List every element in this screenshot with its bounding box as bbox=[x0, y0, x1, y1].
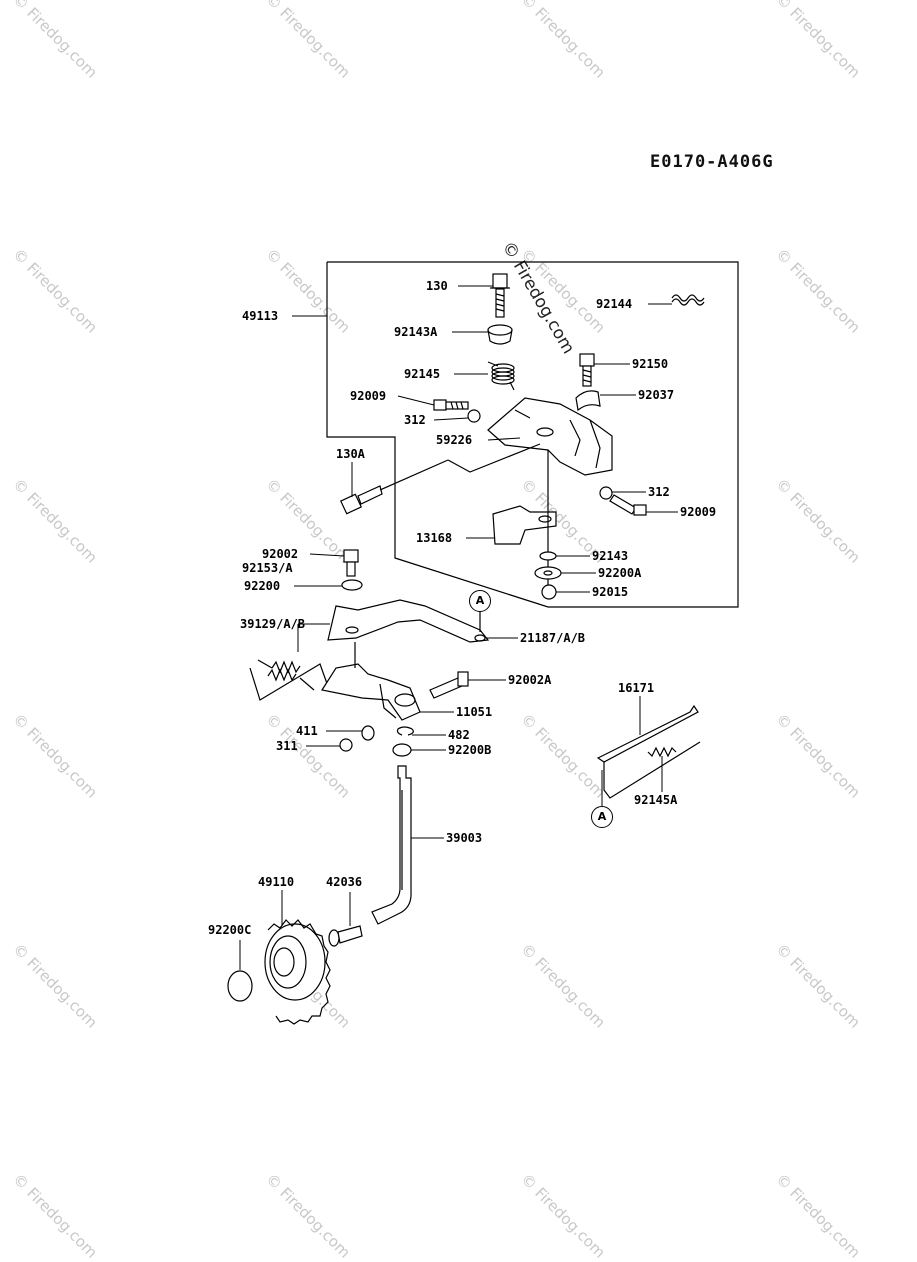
label-92153: 92153/A bbox=[242, 561, 293, 575]
label-92037: 92037 bbox=[638, 388, 674, 402]
label-92200C: 92200C bbox=[208, 923, 251, 937]
spring-guide-lines bbox=[249, 663, 331, 701]
label-92200B: 92200B bbox=[448, 743, 491, 757]
label-312-lower: 312 bbox=[648, 485, 670, 499]
label-92200A: 92200A bbox=[598, 566, 642, 580]
label-49110: 49110 bbox=[258, 875, 294, 889]
cable-16171-shape bbox=[596, 704, 701, 799]
washer-92200C-shape bbox=[227, 970, 253, 1002]
nut-312-upper-shape bbox=[467, 409, 481, 423]
lever-21187-shape bbox=[327, 599, 490, 643]
label-21187: 21187/A/B bbox=[520, 631, 585, 645]
clip-482-shape bbox=[396, 726, 414, 736]
label-39003: 39003 bbox=[446, 831, 482, 845]
assembly-outline bbox=[326, 261, 739, 608]
spring-39129-shape bbox=[257, 659, 315, 691]
label-92002: 92002 bbox=[262, 547, 298, 561]
bolt-92002A-shape bbox=[429, 671, 469, 699]
label-130: 130 bbox=[426, 279, 448, 293]
label-92145: 92145 bbox=[404, 367, 440, 381]
label-92143A: 92143A bbox=[394, 325, 438, 339]
bolt-130-shape bbox=[490, 273, 510, 318]
label-49113: 49113 bbox=[242, 309, 278, 323]
label-92200: 92200 bbox=[244, 579, 280, 593]
washer-92143-shape bbox=[539, 551, 557, 561]
leader-130A-corner bbox=[447, 443, 541, 473]
label-42036: 42036 bbox=[326, 875, 362, 889]
bolt-92150-shape bbox=[579, 353, 595, 387]
part-labels: 130 92144 49113 92143A 92150 92145 92037… bbox=[208, 279, 716, 937]
parts-diagram: 130 92144 49113 92143A 92150 92145 92037… bbox=[208, 261, 739, 1025]
label-92009-upper: 92009 bbox=[350, 389, 386, 403]
label-11051: 11051 bbox=[456, 705, 492, 719]
label-130A: 130A bbox=[336, 447, 366, 461]
label-92143: 92143 bbox=[592, 549, 628, 563]
label-411: 411 bbox=[296, 724, 318, 738]
bolt-92009-lower-shape bbox=[609, 494, 647, 516]
label-92009-lower: 92009 bbox=[680, 505, 716, 519]
washer-92200A-hole bbox=[543, 570, 553, 576]
leader-92009-upper bbox=[397, 395, 435, 406]
label-311: 311 bbox=[276, 739, 298, 753]
bolt-130A-shape bbox=[339, 485, 383, 515]
nut-92015-shape bbox=[541, 584, 557, 600]
leader-92002 bbox=[309, 553, 345, 557]
diagram-code: E0170-A406G bbox=[650, 152, 774, 172]
gear-49110-shape bbox=[264, 919, 331, 1025]
label-92002A: 92002A bbox=[508, 673, 552, 687]
callout-a-upper: A bbox=[469, 590, 491, 612]
callout-a-lower: A bbox=[591, 806, 613, 828]
pin-42036-shape bbox=[328, 925, 363, 947]
collar-92143A-shape bbox=[487, 324, 513, 345]
label-482: 482 bbox=[448, 728, 470, 742]
leader-312-upper bbox=[433, 417, 469, 421]
nut-312-lower-shape bbox=[599, 486, 613, 500]
label-312-upper: 312 bbox=[404, 413, 426, 427]
spring-92144-shape bbox=[671, 294, 705, 306]
washer-92200B-shape bbox=[392, 743, 412, 757]
label-59226: 59226 bbox=[436, 433, 472, 447]
label-92145A: 92145A bbox=[634, 793, 678, 807]
bracket-13168-shape bbox=[492, 505, 557, 545]
label-92144: 92144 bbox=[596, 297, 632, 311]
leader-59226 bbox=[487, 437, 521, 441]
label-39129: 39129/A/B bbox=[240, 617, 305, 631]
shaft-39003-shape bbox=[371, 765, 412, 925]
bolt-92009-upper-shape bbox=[433, 399, 469, 411]
nut-311-shape bbox=[339, 738, 353, 752]
label-16171: 16171 bbox=[618, 681, 654, 695]
bracket-59226-shape bbox=[487, 397, 613, 476]
plate-92037-shape bbox=[575, 390, 601, 412]
washer-411-shape bbox=[361, 725, 375, 741]
label-92150: 92150 bbox=[632, 357, 668, 371]
leader-130A-bracket bbox=[379, 459, 449, 491]
arm-11051-shape bbox=[321, 642, 421, 721]
washer-92200A-shape bbox=[534, 566, 562, 580]
washer-92200-shape bbox=[341, 579, 363, 591]
label-13168: 13168 bbox=[416, 531, 452, 545]
label-92015: 92015 bbox=[592, 585, 628, 599]
spring-92145-shape bbox=[487, 361, 515, 391]
bolt-92002-shape bbox=[343, 549, 359, 577]
